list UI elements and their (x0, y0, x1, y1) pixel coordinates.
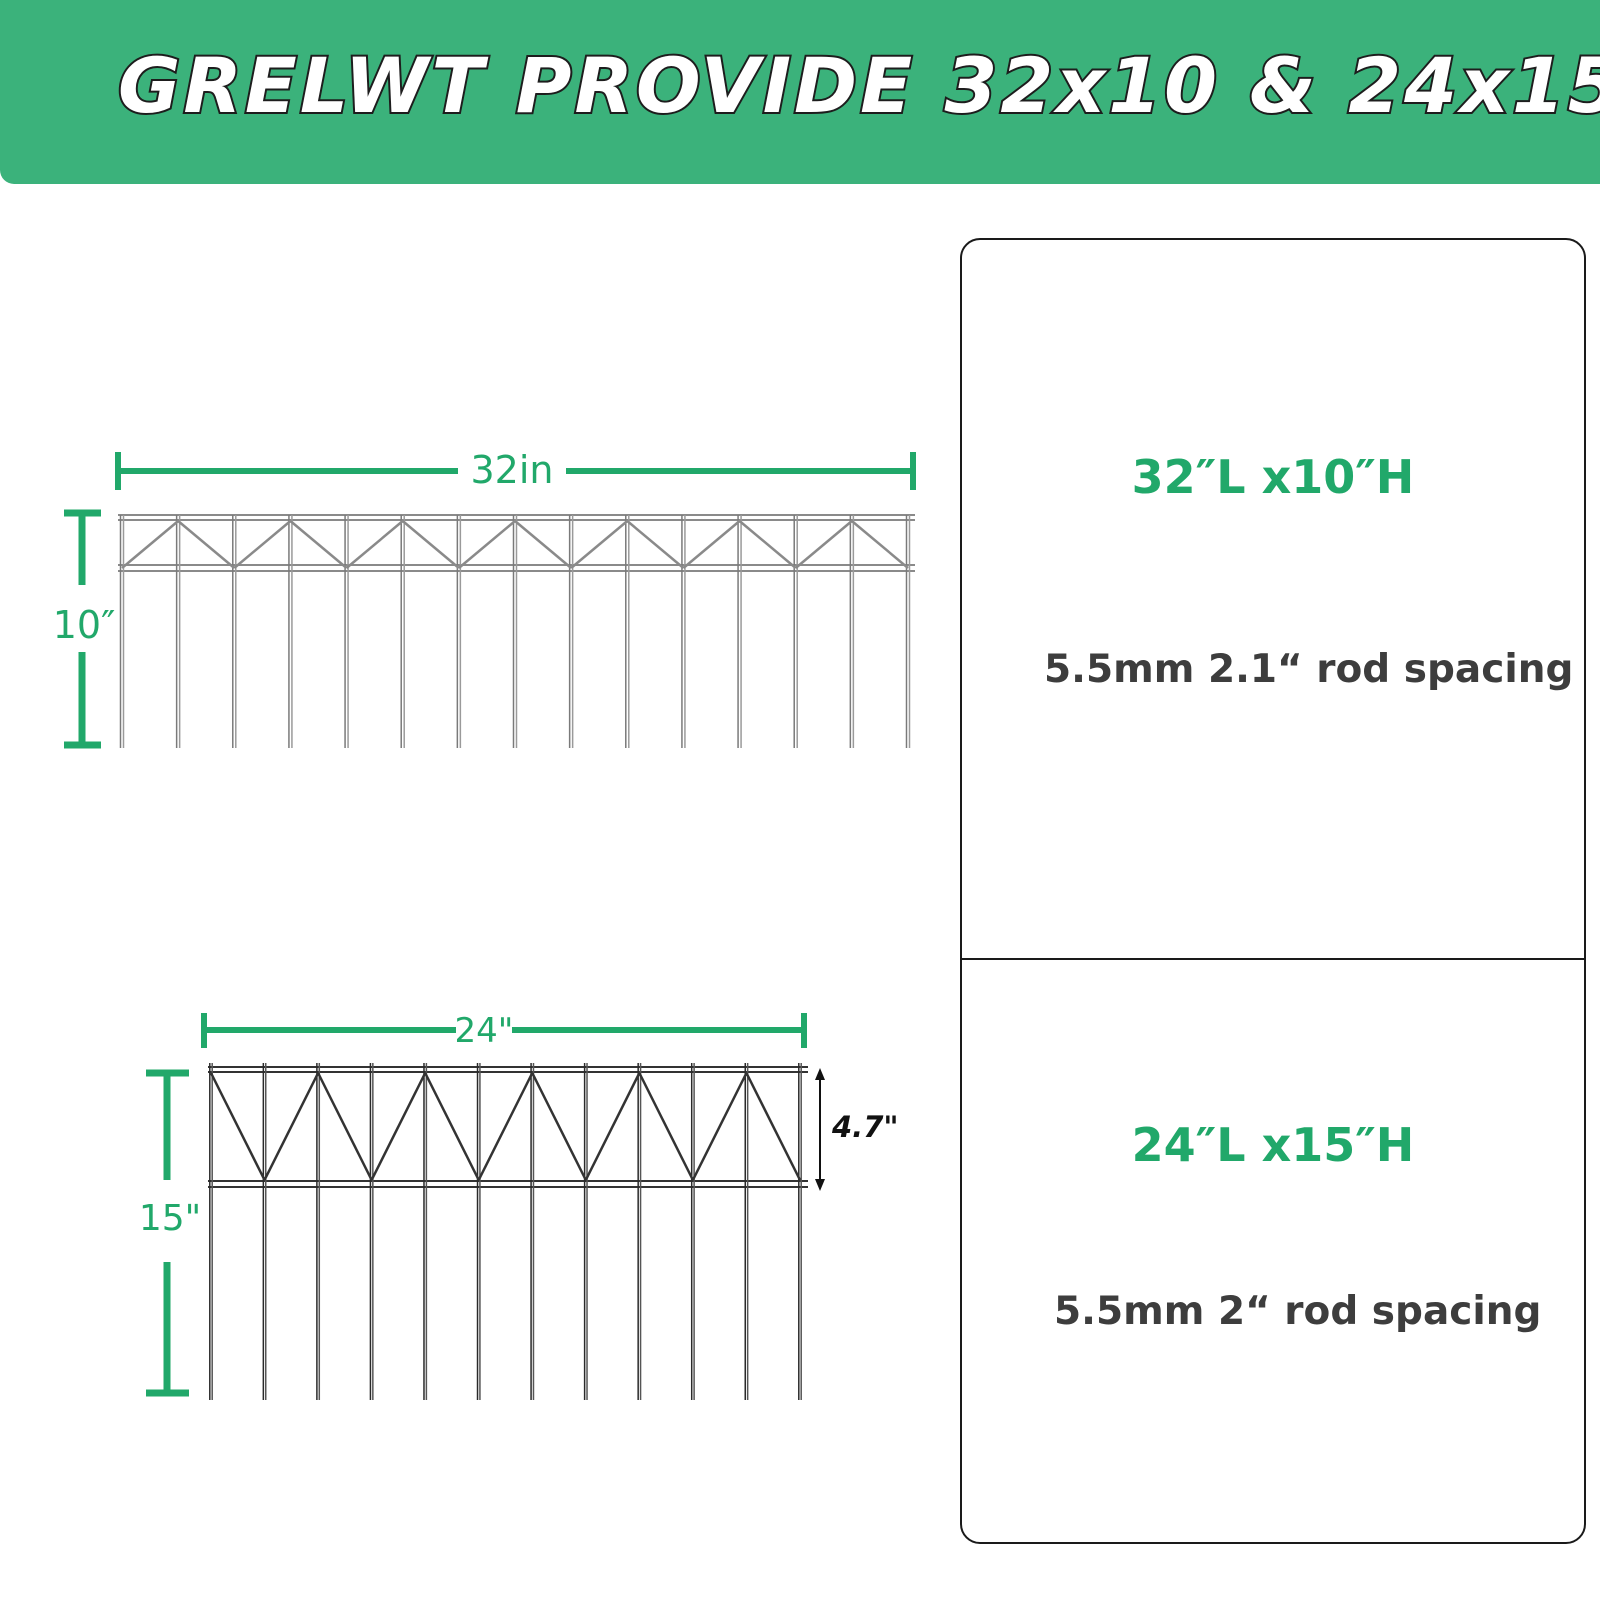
fence-bottom-height-dimension (146, 1069, 189, 1397)
fence-bottom-zigzag-wire (531, 1072, 587, 1181)
fence-bottom-width-dimension (201, 1013, 807, 1048)
fence-top-height-label: 10″ (53, 603, 116, 647)
fence-top-zigzag-wire (289, 520, 348, 569)
fence-top-pickets (119, 515, 911, 748)
fence-top-zigzag-wire (626, 520, 685, 569)
fence-bottom-zigzag-wire (477, 1072, 534, 1181)
fence-top-zigzag-wire (682, 520, 741, 569)
fence-bottom-section-label: 4.7" (831, 1110, 898, 1144)
fence-top-zigzag (121, 520, 909, 569)
fence-top-zigzag-wire (458, 520, 516, 569)
spec-detail-24x15: 5.5mm 2“ rod spacing (1054, 1289, 1542, 1334)
fence-top-zigzag-wire (851, 520, 909, 569)
fence-top-zigzag-wire (177, 520, 236, 569)
fence-bottom-zigzag (209, 1072, 802, 1181)
fence-bottom-zigzag-wire (745, 1072, 802, 1181)
spec-panel: 32″L x10″H 5.5mm 2.1“ rod spacing 24″L x… (960, 238, 1586, 1544)
fence-top-zigzag-wire (345, 520, 404, 569)
fence-top-zigzag-wire (738, 520, 797, 569)
fence-top-zigzag-wire (233, 520, 292, 569)
fence-bottom-zigzag-wire (370, 1072, 427, 1181)
fence-bottom-section-dimension (815, 1068, 825, 1191)
spec-title-32x10: 32″L x10″H (1131, 450, 1415, 504)
fence-top-zigzag-wire (570, 520, 629, 569)
fence-bottom-width-label: 24" (455, 1011, 514, 1051)
fence-bottom-pickets (209, 1063, 802, 1400)
spec-detail-32x10: 5.5mm 2.1“ rod spacing (1044, 647, 1574, 692)
fence-top-width-dimension (115, 452, 916, 490)
fence-top-width-label: 32in (471, 448, 554, 492)
spec-divider (962, 958, 1584, 960)
spec-title-24x15: 24″L x15″H (1131, 1118, 1415, 1172)
fence-bottom-height-label: 15" (139, 1198, 201, 1239)
fence-bottom-zigzag-wire (316, 1072, 373, 1181)
fence-bottom-diagram: 24" 15" 4.7" (139, 1011, 898, 1400)
fence-bottom-zigzag-wire (424, 1072, 480, 1181)
fence-top-zigzag-wire (401, 520, 460, 569)
fence-top-zigzag-wire (514, 520, 572, 569)
fence-bottom-zigzag-wire (691, 1072, 748, 1181)
banner-title: GRELWT PROVIDE 32x10 & 24x15 (116, 41, 1600, 130)
fence-bottom-rails (208, 1066, 808, 1188)
fence-top-height-dimension (64, 509, 101, 749)
fence-bottom-zigzag-wire (584, 1072, 641, 1181)
fence-top-diagram: 32in 10″ (53, 448, 916, 749)
fence-bottom-zigzag-wire (638, 1072, 695, 1181)
fence-bottom-zigzag-wire (209, 1072, 266, 1181)
fence-bottom-zigzag-wire (263, 1072, 320, 1181)
title-banner: GRELWT PROVIDE 32x10 & 24x15 (0, 0, 1600, 184)
fence-top-zigzag-wire (794, 520, 853, 569)
fence-top-zigzag-wire (121, 520, 179, 569)
